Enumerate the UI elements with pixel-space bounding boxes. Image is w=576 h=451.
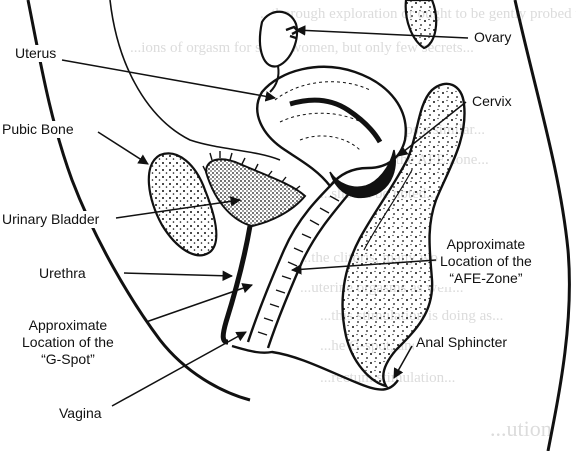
g-spot-line2: Location of the — [22, 334, 114, 350]
ovary-label: Ovary — [472, 29, 514, 46]
vagina-leader — [111, 331, 247, 407]
afe-zone-line1: Approximate — [446, 236, 526, 252]
g-spot-leader — [145, 283, 253, 323]
pubic-bone-leader — [97, 131, 149, 165]
abdomen-contour — [26, 0, 251, 402]
afe-zone-leader — [290, 259, 437, 275]
vagina-wall-back — [266, 189, 353, 349]
ghost-line: ...ions of orgasm for some women, but on… — [130, 40, 474, 56]
urethra-leader — [123, 270, 234, 281]
uterus-leader — [61, 59, 277, 102]
ghost-line: ...ution — [490, 416, 552, 441]
uterus-label: Uterus — [13, 45, 59, 62]
leader-lines — [61, 25, 469, 407]
fallopian-tube — [269, 65, 280, 93]
g-spot-line1: Approximate — [28, 317, 108, 333]
afe-zone-line3: “AFE-Zone” — [449, 270, 523, 286]
colon-shape — [404, 0, 438, 50]
ovary-shape — [258, 10, 299, 68]
bladder-leader — [115, 196, 242, 219]
uterus-shape — [256, 65, 407, 188]
rectum-inner-wall — [363, 169, 413, 251]
pubic-bone-label: Pubic Bone — [0, 121, 76, 138]
bladder-shape — [204, 158, 307, 228]
uterus-cavity — [289, 97, 383, 144]
urethra-label: Urethra — [37, 265, 88, 282]
bladder-fringe — [202, 151, 301, 191]
vagina-label: Vagina — [57, 405, 104, 422]
urinary-bladder-label: Urinary Bladder — [0, 211, 102, 228]
urethra-shape — [220, 225, 253, 345]
uterus-muscle-lines — [274, 81, 371, 151]
anal-sphincter-label: Anal Sphincter — [414, 334, 510, 351]
perineum-contour — [231, 344, 399, 391]
afe-zone-label: Approximate Location of the “AFE-Zone” — [438, 236, 534, 287]
cervix-leader — [397, 101, 467, 157]
g-spot-line3: “G-Spot” — [41, 351, 95, 367]
vagina-wall-front — [246, 177, 339, 343]
afe-zone-line2: Location of the — [440, 253, 532, 269]
g-spot-label: Approximate Location of the “G-Spot” — [20, 317, 116, 368]
cervix-shape — [329, 149, 396, 198]
peritoneal-line — [109, 0, 281, 161]
back-contour — [513, 0, 571, 451]
anal-sphincter-leader — [393, 345, 413, 379]
cervix-label: Cervix — [470, 93, 514, 110]
ovary-leader — [294, 25, 469, 39]
pubic-bone-shape — [147, 152, 218, 257]
rectum-shape — [341, 82, 466, 388]
